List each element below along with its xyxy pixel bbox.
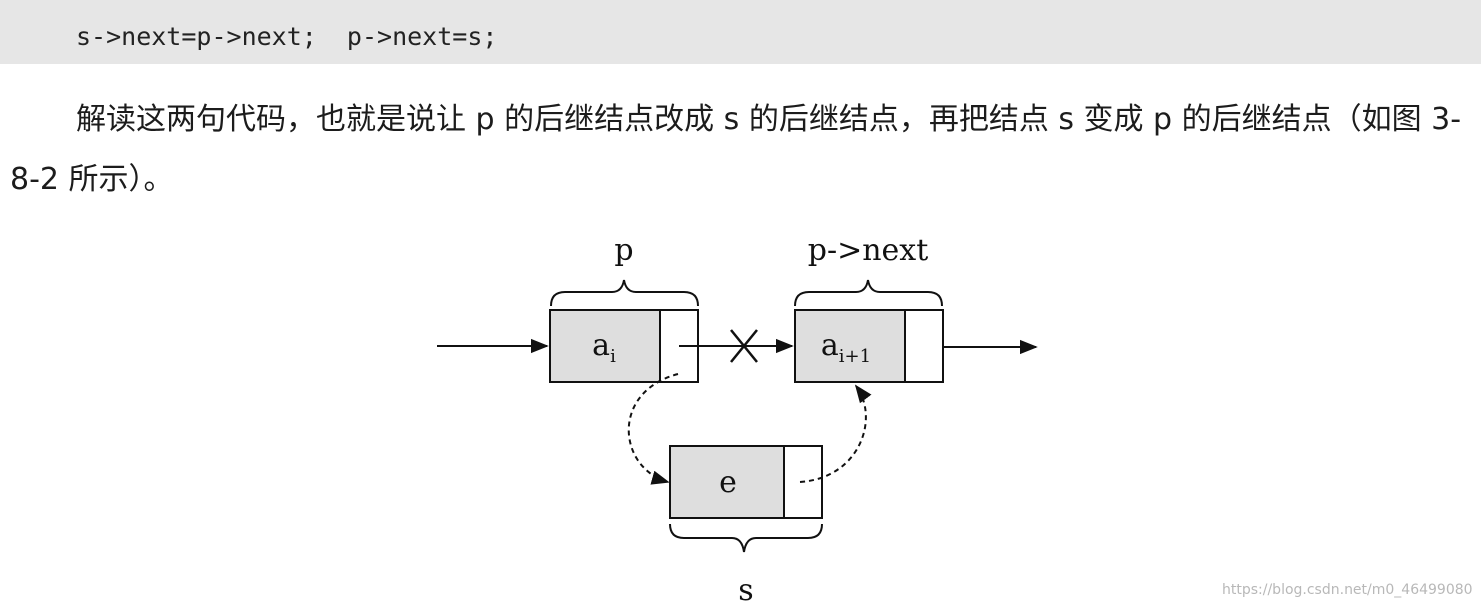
node-ai-plus-1: ai+1 [794, 309, 944, 383]
label-s: s [738, 573, 753, 608]
brace-p-next [794, 279, 943, 307]
explanation-paragraph: 解读这两句代码，也就是说让 p 的后继结点改成 s 的后继结点，再把结点 s 变… [10, 102, 1462, 197]
label-p-next: p->next [808, 233, 929, 268]
node-ai: ai [549, 309, 699, 383]
brace-s [669, 523, 823, 553]
svg-text:ai: ai [592, 328, 616, 367]
label-p: p [614, 233, 633, 268]
node-ai1-sub: i+1 [839, 346, 871, 367]
node-e: e [669, 445, 823, 519]
node-ai1-base: a [821, 328, 839, 363]
node-ai-sub: i [610, 346, 616, 367]
node-ai-base: a [592, 328, 610, 363]
dashed-pointer-e-to-ai1 [799, 384, 872, 483]
brace-p [550, 279, 699, 307]
cross-mark-icon [730, 329, 758, 363]
svg-text:ai+1: ai+1 [821, 328, 871, 367]
node-e-label: e [719, 465, 737, 500]
code-block: s->next=p->next; p->next=s; [0, 0, 1481, 64]
code-line: s->next=p->next; p->next=s; [76, 22, 498, 51]
watermark: https://blog.csdn.net/m0_46499080 [1222, 582, 1473, 598]
